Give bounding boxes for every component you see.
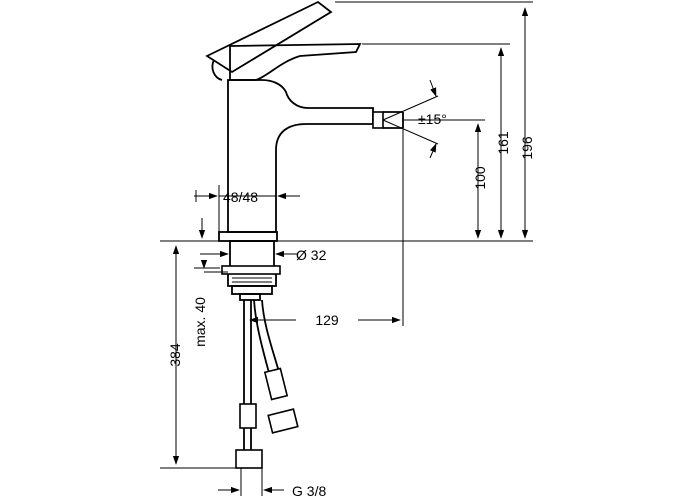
faucet-outline [205, 0, 404, 469]
body-column [227, 79, 374, 233]
dim-100-label: 100 [472, 166, 488, 190]
shank-nut [231, 285, 273, 295]
dim-diameter-label: Ø 32 [296, 247, 327, 263]
dim-196-label: 196 [519, 136, 535, 160]
dim-diameter: Ø 32 [200, 247, 327, 263]
dim-max-thickness: max. 40 [192, 259, 228, 347]
hose-nut-straight [235, 449, 263, 469]
dim-angle: ±15° [418, 79, 447, 159]
dim-spout-width-label: 48/48 [223, 189, 258, 205]
hose-fitting-curved [263, 367, 289, 401]
dim-129: 129 [249, 308, 401, 330]
dim-161: 161 [495, 47, 511, 239]
dim-100: 100 [472, 123, 488, 239]
shank-upper [229, 240, 275, 268]
hose-nut-curved [267, 408, 299, 434]
dim-129-label: 129 [315, 312, 339, 328]
base-rosette [218, 231, 278, 242]
angle-line-up [382, 95, 439, 121]
spout-nozzle [372, 111, 384, 129]
lock-nut [227, 274, 277, 287]
extension-lines [160, 1, 533, 496]
lock-nut-washer [221, 265, 281, 275]
dim-angle-label: ±15° [418, 111, 447, 127]
lever-alt-position [205, 0, 333, 74]
dim-384-label: 384 [167, 343, 183, 367]
hose-fitting-straight [239, 403, 257, 429]
shank-tip [239, 293, 261, 301]
dim-thread: G 3/8 [218, 483, 326, 499]
dim-spout-width: 48/48 [194, 189, 300, 205]
angle-line-down [382, 119, 439, 145]
dim-max-thickness-label: max. 40 [192, 297, 208, 347]
dim-196: 196 [519, 7, 535, 239]
lever-alt-tip [211, 59, 223, 81]
dim-161-label: 161 [495, 131, 511, 155]
dim-thread-label: G 3/8 [292, 483, 326, 499]
dim-384: 384 [167, 245, 183, 465]
